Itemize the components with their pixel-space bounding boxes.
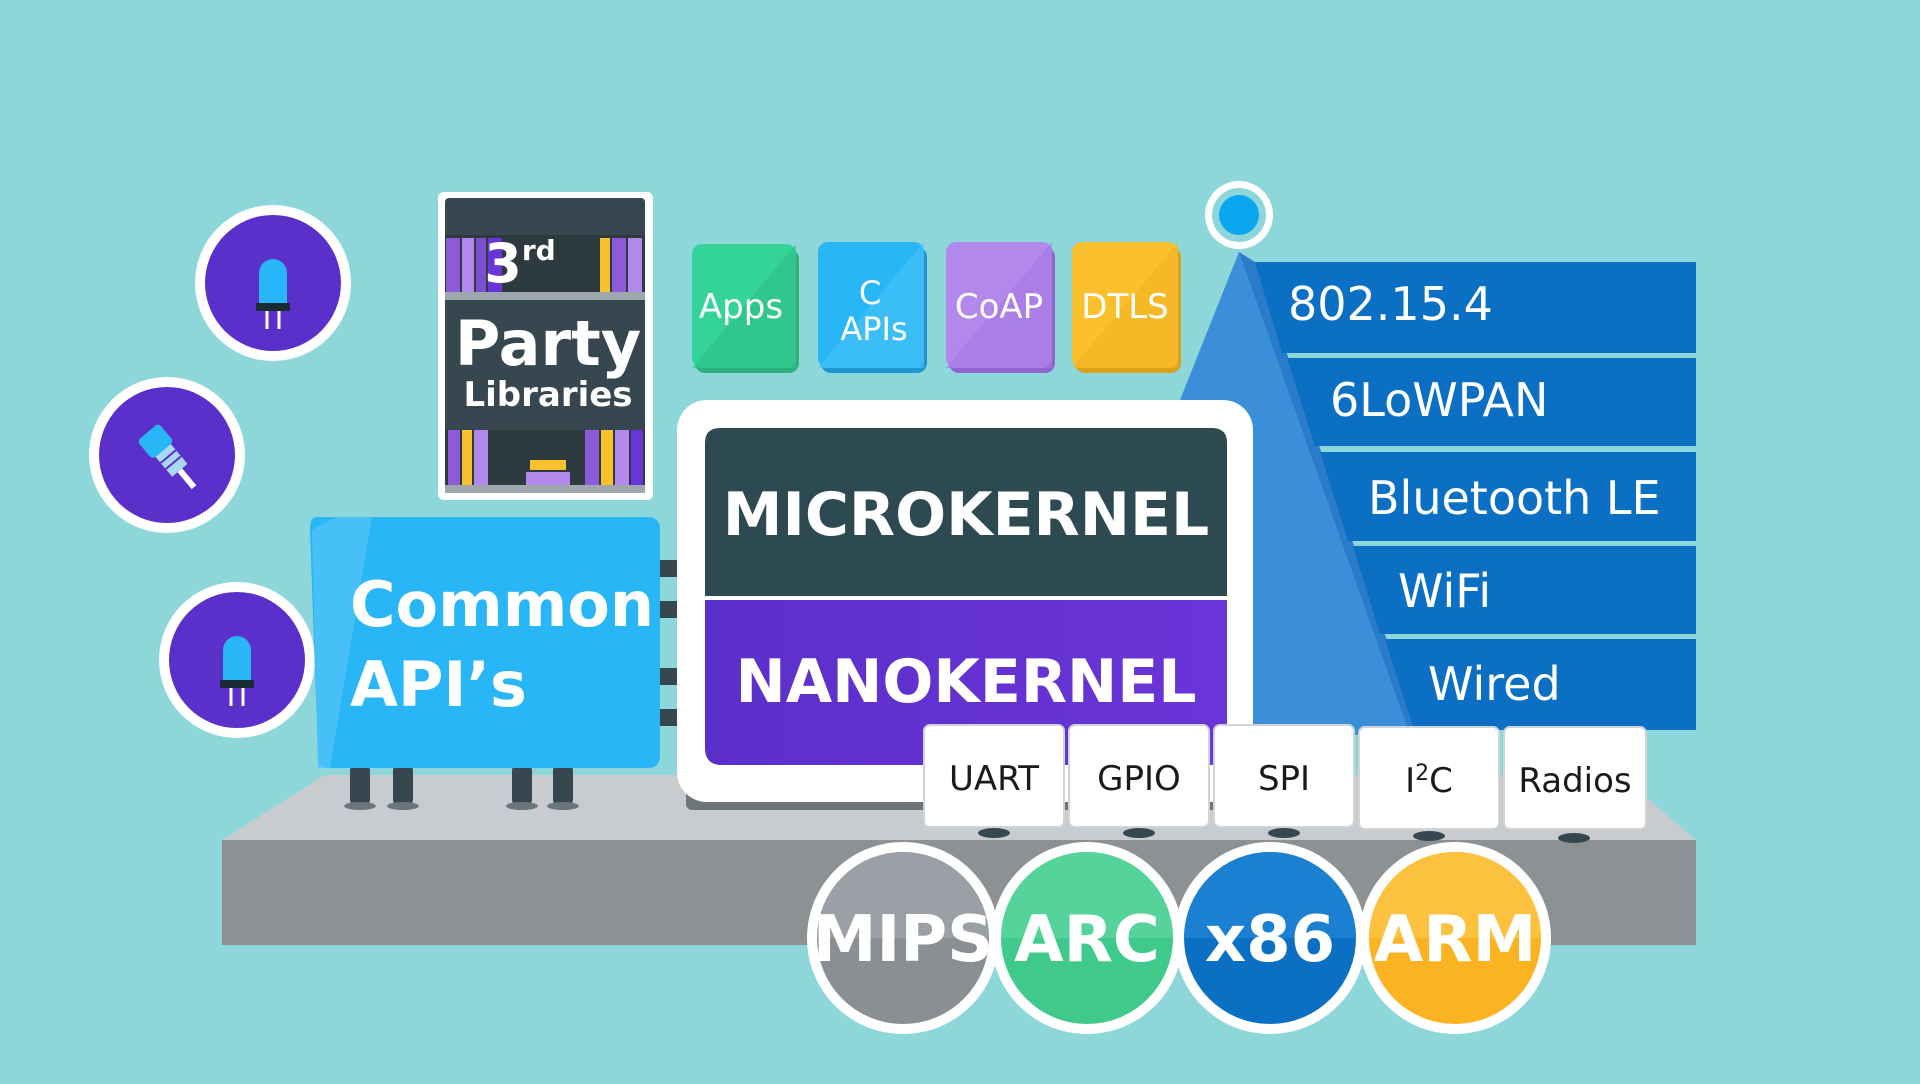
arch-label: ARC	[1014, 903, 1160, 977]
third-party-title: Party	[455, 307, 641, 380]
tile-apps: Apps	[692, 244, 799, 373]
arch-label: ARM	[1374, 903, 1537, 977]
arch-arm: ARM	[1359, 842, 1551, 1034]
device-led-bottom	[159, 582, 315, 738]
connector-icon	[138, 424, 197, 490]
protocol-label: Bluetooth LE	[1368, 471, 1661, 525]
common-api-line2: API’s	[350, 648, 527, 721]
tile-dtls-label: DTLS	[1081, 287, 1168, 327]
protocol-wifi: WiFi	[1353, 546, 1696, 634]
kernel-block: MICROKERNEL NANOKERNEL	[677, 400, 1266, 810]
peripheral-i2c: I2C	[1358, 726, 1500, 841]
common-api-line1: Common	[350, 568, 654, 641]
arch-label: x86	[1205, 903, 1335, 977]
protocol-802154: 802.15.4	[1255, 262, 1696, 353]
antenna-dot	[1205, 181, 1273, 249]
peripheral-uart: UART	[923, 724, 1065, 838]
protocol-label: 802.15.4	[1288, 277, 1493, 331]
tile-dtls: DTLS	[1072, 242, 1181, 373]
led-icon	[256, 259, 290, 329]
tile-c-apis-line1: C	[859, 274, 881, 312]
arch-mips: MIPS	[807, 842, 999, 1034]
microkernel-label: MICROKERNEL	[723, 480, 1209, 550]
third-party-superscript: 3rd	[484, 232, 555, 295]
bookshelf-bottom	[445, 430, 645, 493]
tile-apps-label: Apps	[699, 287, 783, 327]
peripheral-gpio: GPIO	[1068, 724, 1210, 838]
peripheral-label: Radios	[1518, 761, 1631, 801]
protocol-label: WiFi	[1398, 564, 1491, 618]
nanokernel-label: NANOKERNEL	[736, 647, 1197, 717]
peripheral-spi: SPI	[1213, 724, 1355, 838]
tile-coap: CoAP	[946, 242, 1055, 373]
third-party-libraries-card: 3rd Party Libraries	[438, 192, 653, 500]
protocol-wired: Wired	[1385, 639, 1696, 730]
peripheral-label: GPIO	[1097, 759, 1181, 799]
bookshelf-top	[445, 235, 645, 300]
peripheral-label: UART	[949, 759, 1039, 799]
tile-coap-label: CoAP	[955, 287, 1043, 327]
peripheral-radios: Radios	[1503, 726, 1647, 843]
peripheral-label: SPI	[1258, 759, 1310, 799]
tile-c-apis-line2: APIs	[840, 310, 907, 348]
peripheral-label: I2C	[1405, 761, 1453, 801]
arch-x86: x86	[1174, 842, 1366, 1034]
common-api-chip: Common API’s	[310, 517, 677, 810]
nanokernel-layer: NANOKERNEL	[705, 600, 1227, 765]
arch-label: MIPS	[813, 903, 994, 977]
microkernel-layer: MICROKERNEL	[705, 428, 1227, 596]
device-connector	[89, 377, 245, 533]
protocol-6lowpan: 6LoWPAN	[1287, 358, 1696, 446]
device-led-top	[195, 205, 351, 361]
led-icon	[220, 636, 254, 706]
protocol-bluetooth-le: Bluetooth LE	[1320, 452, 1696, 541]
protocol-label: 6LoWPAN	[1330, 373, 1548, 427]
tile-c-apis: C APIs	[818, 242, 927, 373]
arch-arc: ARC	[991, 842, 1183, 1034]
protocol-label: Wired	[1428, 657, 1561, 711]
third-party-subtitle: Libraries	[463, 375, 632, 415]
